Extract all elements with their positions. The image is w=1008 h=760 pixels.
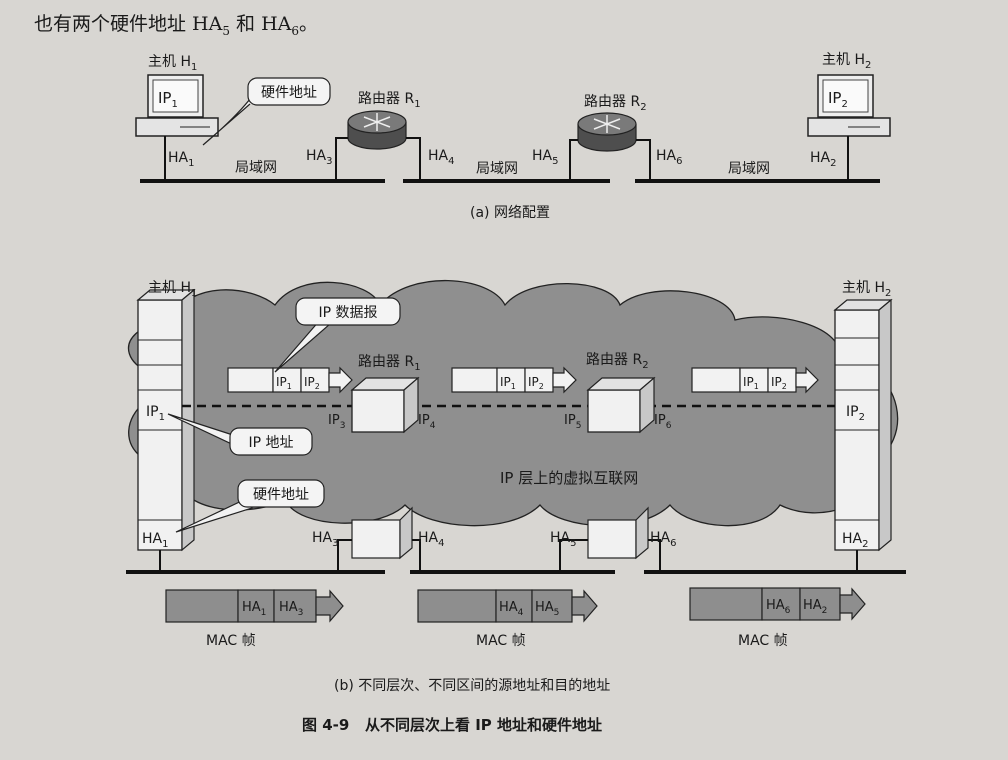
hw-address-callout-a <box>247 77 331 106</box>
ip-datagram-callout <box>295 297 401 326</box>
svg-text:HA4: HA4 <box>499 600 524 618</box>
host-h2-label: 主机 H2 <box>822 52 871 71</box>
mac-frame-label-2: MAC 帧 <box>476 633 526 649</box>
lan-label-1: 局域网 <box>235 160 277 176</box>
ip-address-callout-text: IP 地址 <box>248 435 293 451</box>
ip-address-callout <box>229 427 313 456</box>
ha3-label: HA3 <box>306 148 332 167</box>
ip2-label: IP2 <box>828 89 848 110</box>
ha2-label: HA2 <box>810 150 836 169</box>
svg-text:HA1: HA1 <box>242 600 266 618</box>
svg-text:HA5: HA5 <box>535 600 559 618</box>
b-router-r1-label: 路由器 R1 <box>358 354 421 373</box>
svg-text:IP2: IP2 <box>304 375 320 391</box>
b-router-r2-box <box>559 376 661 572</box>
ha6-label: HA6 <box>656 148 682 167</box>
b-ha4-label: HA4 <box>418 530 444 549</box>
host-h1-computer-icon <box>135 74 219 181</box>
hw-address-callout-a-text: 硬件地址 <box>261 85 317 101</box>
host-h2-computer-icon <box>807 74 891 181</box>
b-ha1-label: HA1 <box>142 531 168 550</box>
svg-text:HA6: HA6 <box>766 598 791 616</box>
b-host-h2-label: 主机 H2 <box>842 280 891 299</box>
ip-datagram-callout-text: IP 数据报 <box>318 305 377 321</box>
b-ip4-label: IP4 <box>418 413 436 431</box>
mac-frame-label-1: MAC 帧 <box>206 633 256 649</box>
ip-datagram-packet-2: IP1 IP2 <box>451 366 577 394</box>
mac-frame-label-3: MAC 帧 <box>738 633 788 649</box>
host-h1-label: 主机 H1 <box>148 54 197 73</box>
router-r1-icon <box>335 110 421 181</box>
figure-caption: 图 4-9 从不同层次上看 IP 地址和硬件地址 <box>302 716 602 734</box>
b-ip1-label: IP1 <box>146 404 165 423</box>
router-r2-label: 路由器 R2 <box>584 94 647 113</box>
lan-label-3: 局域网 <box>728 161 770 177</box>
svg-text:HA2: HA2 <box>803 598 827 616</box>
b-ha3-label: HA3 <box>312 530 338 549</box>
mac-frame-2: HA4 HA5 <box>417 589 598 623</box>
ha1-label: HA1 <box>168 150 194 169</box>
b-router-r1-box <box>337 376 421 572</box>
svg-text:IP2: IP2 <box>771 375 787 391</box>
router-r2-icon <box>569 112 651 181</box>
svg-text:IP1: IP1 <box>500 375 516 391</box>
b-ha2-label: HA2 <box>842 531 868 550</box>
b-ha6-label: HA6 <box>650 530 676 549</box>
b-router-r2-label: 路由器 R2 <box>586 352 649 371</box>
top-text: 也有两个硬件地址 HA5 和 HA6。 <box>34 13 318 38</box>
svg-text:IP2: IP2 <box>528 375 544 391</box>
mac-frame-3: HA6 HA2 <box>689 587 866 621</box>
b-ip2-label: IP2 <box>846 404 865 423</box>
mac-frame-1: HA1 HA3 <box>165 589 344 623</box>
lan-label-2: 局域网 <box>476 161 518 177</box>
virtual-internet-label: IP 层上的虚拟互联网 <box>500 469 638 487</box>
b-host-h1-label: 主机 H1 <box>148 280 197 299</box>
host-h1-stack <box>136 288 196 572</box>
b-ha5-label: HA5 <box>550 530 576 549</box>
ip1-label: IP1 <box>158 89 178 110</box>
caption-a: (a) 网络配置 <box>470 205 550 221</box>
ip-datagram-packet-3: IP1 IP2 <box>691 366 819 394</box>
router-r1-label: 路由器 R1 <box>358 91 421 110</box>
b-ip3-label: IP3 <box>328 413 345 431</box>
hw-address-callout-b <box>237 479 325 508</box>
svg-text:IP1: IP1 <box>276 375 292 391</box>
virtual-internet-cloud <box>127 279 899 527</box>
ip-datagram-packet-1: IP1 IP2 <box>227 366 353 394</box>
ha4-label: HA4 <box>428 148 454 167</box>
svg-text:IP1: IP1 <box>743 375 759 391</box>
hw-address-callout-b-text: 硬件地址 <box>253 487 309 503</box>
ha5-label: HA5 <box>532 148 558 167</box>
b-ip6-label: IP6 <box>654 413 672 431</box>
svg-text:HA3: HA3 <box>279 600 303 618</box>
host-h2-stack <box>833 298 893 572</box>
b-ip5-label: IP5 <box>564 413 581 431</box>
caption-b: (b) 不同层次、不同区间的源地址和目的地址 <box>334 678 610 694</box>
